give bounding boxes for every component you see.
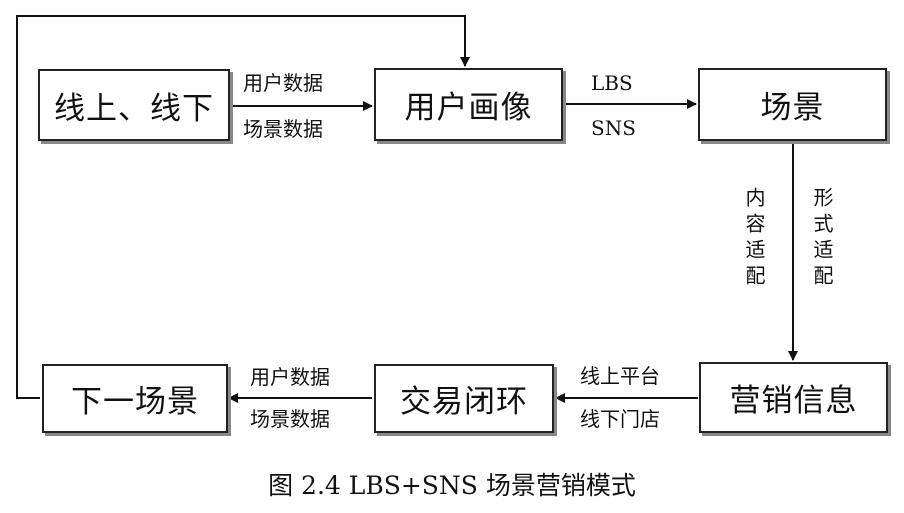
node-user-portrait: 用户画像 bbox=[374, 68, 563, 141]
node-transaction-loop-label: 交易闭环 bbox=[400, 384, 528, 420]
node-next-scene: 下一场景 bbox=[42, 364, 228, 433]
node-user-portrait-label: 用户画像 bbox=[404, 90, 533, 126]
edge-label-offline-store: 线下门店 bbox=[580, 407, 660, 431]
figure-caption: 图 2.4 LBS+SNS 场景营销模式 bbox=[268, 471, 636, 500]
edge-label-scene-data-2: 场景数据 bbox=[250, 407, 330, 431]
edge-label-user-data-2: 用户数据 bbox=[250, 365, 330, 389]
node-next-scene-label: 下一场景 bbox=[71, 384, 199, 420]
edge-label-form-adapt: 形式适配 bbox=[810, 187, 834, 291]
edge-label-sns: SNS bbox=[591, 116, 636, 140]
node-transaction-loop: 交易闭环 bbox=[374, 364, 554, 433]
node-scene: 场景 bbox=[698, 68, 887, 141]
node-scene-label: 场景 bbox=[760, 90, 825, 126]
edge-label-user-data-1: 用户数据 bbox=[243, 71, 323, 95]
feedback-loop-arrow bbox=[16, 15, 470, 399]
node-marketing-info-label: 营销信息 bbox=[729, 383, 858, 419]
node-marketing-info: 营销信息 bbox=[699, 362, 888, 433]
node-online-offline: 线上、线下 bbox=[38, 69, 230, 141]
edge-label-online-platform: 线上平台 bbox=[580, 364, 660, 388]
edge-label-lbs: LBS bbox=[591, 71, 633, 95]
node-online-offline-label: 线上、线下 bbox=[54, 90, 214, 127]
edge-label-scene-data-1: 场景数据 bbox=[243, 117, 323, 141]
edge-label-content-adapt: 内容适配 bbox=[742, 187, 766, 291]
